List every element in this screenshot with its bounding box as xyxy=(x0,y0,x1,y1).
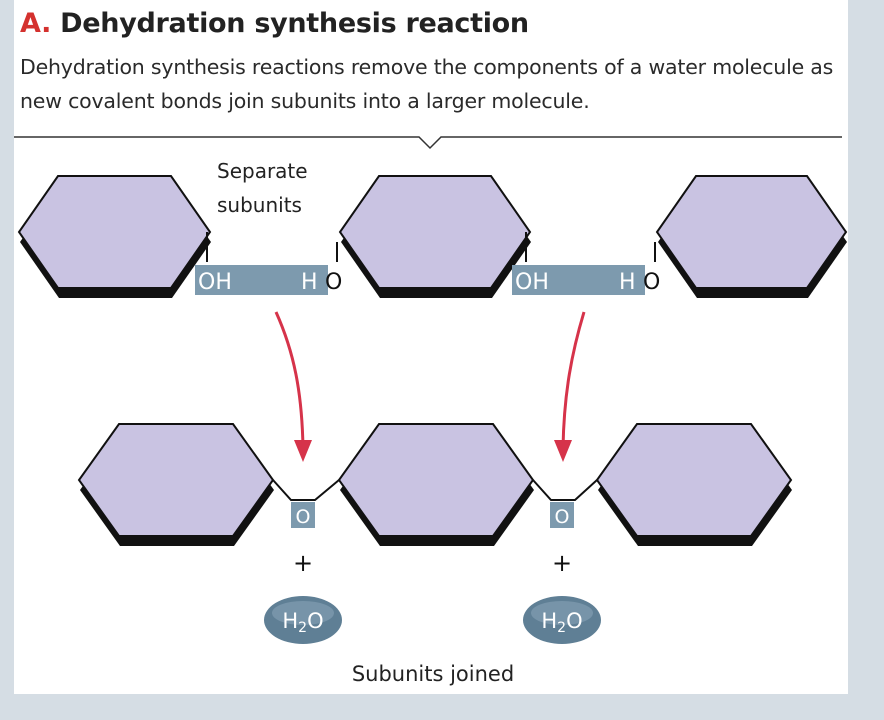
h-label: H xyxy=(619,270,636,295)
subunit-hexagon-top-2 xyxy=(338,175,532,289)
figure-heading: A. Dehydration synthesis reaction xyxy=(20,8,529,39)
reaction-arrow-left xyxy=(274,311,305,449)
panel-letter: A. xyxy=(20,8,52,39)
hydroxyl-group-bar-2 xyxy=(512,265,645,295)
water-h: H xyxy=(282,609,298,633)
subunits-joined-label: Subunits joined xyxy=(352,662,514,686)
oh-label: OH xyxy=(198,270,232,295)
arrowhead-right xyxy=(554,440,572,462)
oh-label: OH xyxy=(515,270,549,295)
plus-sign: + xyxy=(293,549,313,577)
water-o: O xyxy=(307,609,324,633)
oxygen-box-2 xyxy=(550,502,574,528)
water-oval-highlight xyxy=(531,601,593,625)
subunit-hexagon-top-1-face xyxy=(17,175,212,289)
hydroxyl-group-bar-1 xyxy=(195,265,328,295)
water-subscript: 2 xyxy=(557,620,566,636)
joined-hexagon-3 xyxy=(595,423,793,537)
joined-hexagon-2 xyxy=(337,423,535,537)
figure-description: Dehydration synthesis reactions remove t… xyxy=(20,55,834,113)
oxygen-bridge-bond-2 xyxy=(532,479,598,501)
water-formula: H2O xyxy=(541,609,582,636)
o-label: O xyxy=(325,270,342,295)
dehydration-diagram: OH H O OH H O Separate subunits O O + + xyxy=(14,136,848,686)
water-oval-highlight xyxy=(272,601,334,625)
oxygen-bridge-bond-1 xyxy=(272,479,340,501)
separate-subunits-label-line1: Separate xyxy=(217,159,308,183)
figure-panel: A. Dehydration synthesis reaction Dehydr… xyxy=(14,0,848,694)
oxygen-box-1 xyxy=(291,502,315,528)
separate-subunits-label-line2: subunits xyxy=(217,193,302,217)
separator-line xyxy=(14,136,842,150)
reaction-arrow-right xyxy=(561,311,586,449)
water-o: O xyxy=(566,609,583,633)
oxygen-label: O xyxy=(296,506,311,528)
h-label: H xyxy=(301,270,318,295)
water-subscript: 2 xyxy=(298,620,307,636)
water-formula: H2O xyxy=(282,609,323,636)
plus-sign: + xyxy=(552,549,572,577)
subunit-hexagon-top-3 xyxy=(655,175,848,289)
o-label: O xyxy=(643,270,660,295)
arrowhead-left xyxy=(294,440,312,462)
figure-title: Dehydration synthesis reaction xyxy=(60,8,529,39)
oxygen-label: O xyxy=(555,506,570,528)
joined-hexagon-1 xyxy=(77,423,275,537)
water-h: H xyxy=(541,609,557,633)
